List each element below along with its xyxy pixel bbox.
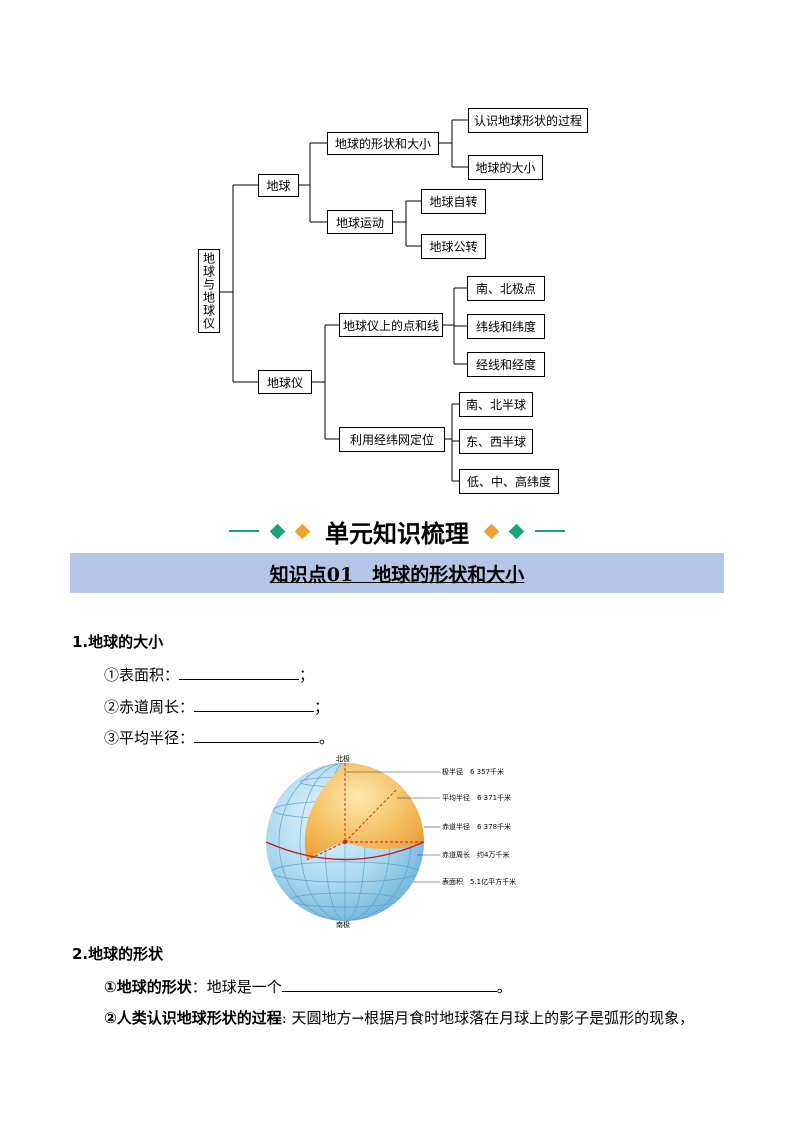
mindmap-shape-size: 地球的形状和大小: [327, 132, 439, 155]
section2-title: 2.地球的形状: [72, 945, 164, 963]
equator-circumference-line: ②赤道周长： ；: [104, 696, 329, 717]
mindmap-ew-hemisphere: 东、西半球: [459, 429, 533, 454]
knowledge-point-banner: 知识点01 地球的形状和大小: [70, 553, 724, 593]
diamond-orange-icon: [483, 523, 500, 539]
polar-radius-label: 极半径 6 357千米: [442, 768, 505, 776]
cognition-process-line: ②人类认识地球形状的过程 : 天圆地方→根据月食时地球落在月球上的影子是弧形的现…: [104, 1007, 694, 1028]
surface-area-line: ①表面积： ；: [104, 664, 314, 685]
mindmap-latitude-zones: 低、中、高纬度: [459, 469, 559, 494]
equator-circumference-end: ；: [314, 698, 330, 716]
knowledge-point-title: 知识点01 地球的形状和大小: [269, 563, 525, 586]
south-pole-label: 南极: [336, 921, 350, 929]
heading-dash-left: [229, 530, 259, 532]
mindmap-revolution: 地球公转: [421, 234, 486, 259]
mindmap-ns-hemisphere: 南、北半球: [459, 392, 533, 417]
mean-radius-line: ③平均半径： 。: [104, 727, 334, 748]
earth-shape-label: ①地球的形状: [104, 978, 192, 996]
mindmap-earth: 地球: [258, 174, 299, 197]
section1-title: 1.地球的大小: [72, 633, 164, 651]
mean-radius-end: 。: [319, 729, 335, 747]
unit-heading: 单元知识梳理: [0, 515, 794, 548]
mean-radius-blank[interactable]: [194, 728, 320, 743]
globe-cutaway: [304, 763, 424, 860]
mindmap-cognition: 认识地球形状的过程: [468, 108, 588, 133]
heading-dash-right: [535, 530, 565, 532]
mindmap-root: 地球与地球仪: [198, 249, 220, 333]
mindmap-grid-locate: 利用经纬网定位: [339, 427, 445, 452]
equator-line: [265, 841, 425, 861]
surface-area-label: ①表面积：: [104, 666, 180, 684]
mindmap-latitude: 纬线和纬度: [467, 314, 545, 339]
cognition-process-label: ②人类认识地球形状的过程: [104, 1009, 282, 1027]
earth-shape-line: ①地球的形状 ：地球是一个 。: [104, 976, 512, 997]
north-pole-label: 北极: [336, 755, 350, 763]
mindmap-poles: 南、北极点: [467, 276, 545, 301]
mean-radius-label: ③平均半径：: [104, 729, 195, 747]
mean-radius-figure-label: 平均半径 6 371千米: [442, 794, 512, 802]
mindmap-motion: 地球运动: [327, 210, 393, 234]
mindmap-connectors: [219, 119, 468, 482]
equator-circumference-blank[interactable]: [194, 697, 315, 712]
earth-shape-blank[interactable]: [281, 977, 497, 992]
diamond-orange-icon: [294, 523, 311, 539]
surface-area-figure-label: 表面积 5.1亿平方千米: [442, 878, 517, 886]
mindmap-points-lines: 地球仪上的点和线: [339, 313, 443, 337]
surface-area-end: ；: [299, 666, 315, 684]
diamond-green-icon: [508, 523, 525, 539]
diamond-green-icon: [269, 523, 286, 539]
equator-radius-label: 赤道半径 6 378千米: [442, 823, 512, 831]
earth-shape-text: ：地球是一个: [191, 978, 282, 996]
mindmap-longitude: 经线和经度: [467, 352, 545, 377]
globe-figure: [265, 763, 440, 921]
mindmap-size: 地球的大小: [468, 155, 543, 180]
mindmap-globe: 地球仪: [258, 370, 312, 394]
equator-circumference-figure-label: 赤道周长 约4万千米: [442, 851, 510, 859]
equator-circumference-label: ②赤道周长：: [104, 698, 195, 716]
cognition-process-text: : 天圆地方→根据月食时地球落在月球上的影子是弧形的现象，: [281, 1009, 695, 1027]
unit-heading-text: 单元知识梳理: [325, 519, 469, 548]
earth-shape-end: 。: [496, 978, 512, 996]
surface-area-blank[interactable]: [179, 665, 300, 680]
mindmap-rotation: 地球自转: [421, 189, 486, 214]
